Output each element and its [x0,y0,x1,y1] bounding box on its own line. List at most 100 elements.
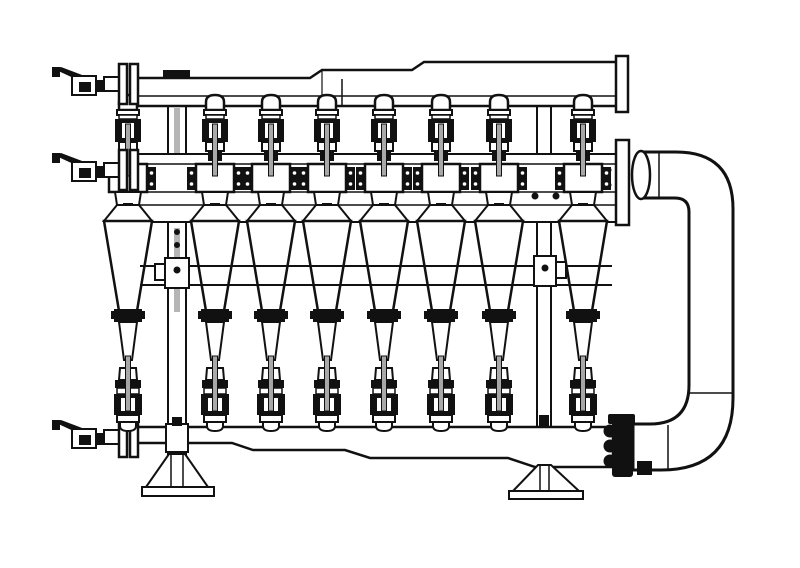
bolt-plate [460,167,469,190]
column-shading [174,108,180,156]
underflow-valve-3 [257,355,285,433]
bolt-plate [346,167,355,190]
clamp-nub [198,311,201,319]
bolt-plate [555,167,564,190]
band-clamp [427,309,455,322]
underflow-stem [268,355,274,412]
bolt-dot-icon [292,171,297,175]
band-clamp [201,309,229,322]
bolt-dot-icon [236,182,241,186]
valve-stem [438,123,444,177]
column-bolt-icon [174,242,180,248]
cap-dome [572,93,594,112]
clamp-nub [142,311,145,319]
column-bracket-right [531,192,567,287]
valve-core [79,82,91,92]
band-clamp [114,309,142,322]
lower-cone [117,321,139,361]
clamp-nub [229,311,232,319]
valve-stem [268,123,274,177]
bolt-dot-icon [604,182,609,186]
cap-dome [260,93,282,112]
underflow-stem [496,355,502,412]
clamp-nub [341,311,344,319]
underflow-valve-1 [114,355,142,433]
bolt-plate [413,167,422,190]
discharge-nozzle [574,421,592,433]
clamp-nub [455,311,458,319]
bolt-dot-icon [245,171,250,175]
cap-ring [573,114,593,120]
lower-cone [260,321,282,361]
bolt-dot-icon [415,171,420,175]
clamp-nub [513,311,516,319]
cap-dome [204,93,226,112]
valve-stem [496,123,502,177]
bolt-dot-icon [473,182,478,186]
inlet-stubs-layer [52,62,140,459]
column-cap [163,70,190,79]
clamp-nub [424,311,427,319]
clamp-nub [310,311,313,319]
cap-dome [373,93,395,112]
clamp-nub [285,311,288,319]
junction-bolt-icon [172,417,182,426]
discharge-nozzle [206,421,224,433]
discharge-nozzle [318,421,336,433]
nozzle-collar [429,414,453,423]
valve-connector [94,80,104,92]
discharge-nozzle [262,421,280,433]
clamp-nub [398,311,401,319]
bolt-dot-icon [236,171,241,175]
bolt-dot-icon [405,171,410,175]
cap-dome [430,93,452,112]
cap-ring [261,114,281,120]
underflow-valve-5 [370,355,398,433]
valve-stem [381,123,387,177]
cap-ring [374,114,394,120]
column-bolt-icon [174,229,180,235]
bolt-dot-icon [405,182,410,186]
bracket-bolt-icon [173,266,181,274]
cyclone-unit-6 [413,93,469,361]
clamp-nub [482,311,485,319]
underflow-valve-8 [569,355,597,433]
clamp-nub [566,311,569,319]
valve-stem [580,123,586,177]
bolt-dot-icon [189,182,194,186]
bolt-dot-icon [301,171,306,175]
column-junction-box [165,423,189,453]
stub-flange [128,148,140,192]
cap-ring [118,114,138,120]
band-clamp [569,309,597,322]
underflow-valve-7 [485,355,513,433]
underflow-valve-6 [427,355,455,433]
base-plate [508,490,584,500]
underflow-stem [324,355,330,412]
bolt-plate [187,167,196,190]
cap-ring [431,114,451,120]
underflow-stem [125,355,131,412]
underflow-valve-4 [313,355,341,433]
valve-core [79,168,91,178]
cap-ring [205,114,225,120]
band-clamp [370,309,398,322]
cap-ring [489,114,509,120]
bolt-plate [147,167,156,190]
cap-dome [316,93,338,112]
band-clamp [485,309,513,322]
bolt-plate [403,167,412,190]
underflow-stem [381,355,387,412]
bolt-dot-icon [358,171,363,175]
lower-cone [316,321,338,361]
base-plate [141,486,215,497]
lower-cone [204,321,226,361]
clamp-nub [111,311,114,319]
bolt-plate [243,167,252,190]
bolt-plate [299,167,308,190]
valve-connector [94,166,104,178]
stub-flange [117,148,129,192]
lower-cone [488,321,510,361]
bolt-dot-icon [557,171,562,175]
